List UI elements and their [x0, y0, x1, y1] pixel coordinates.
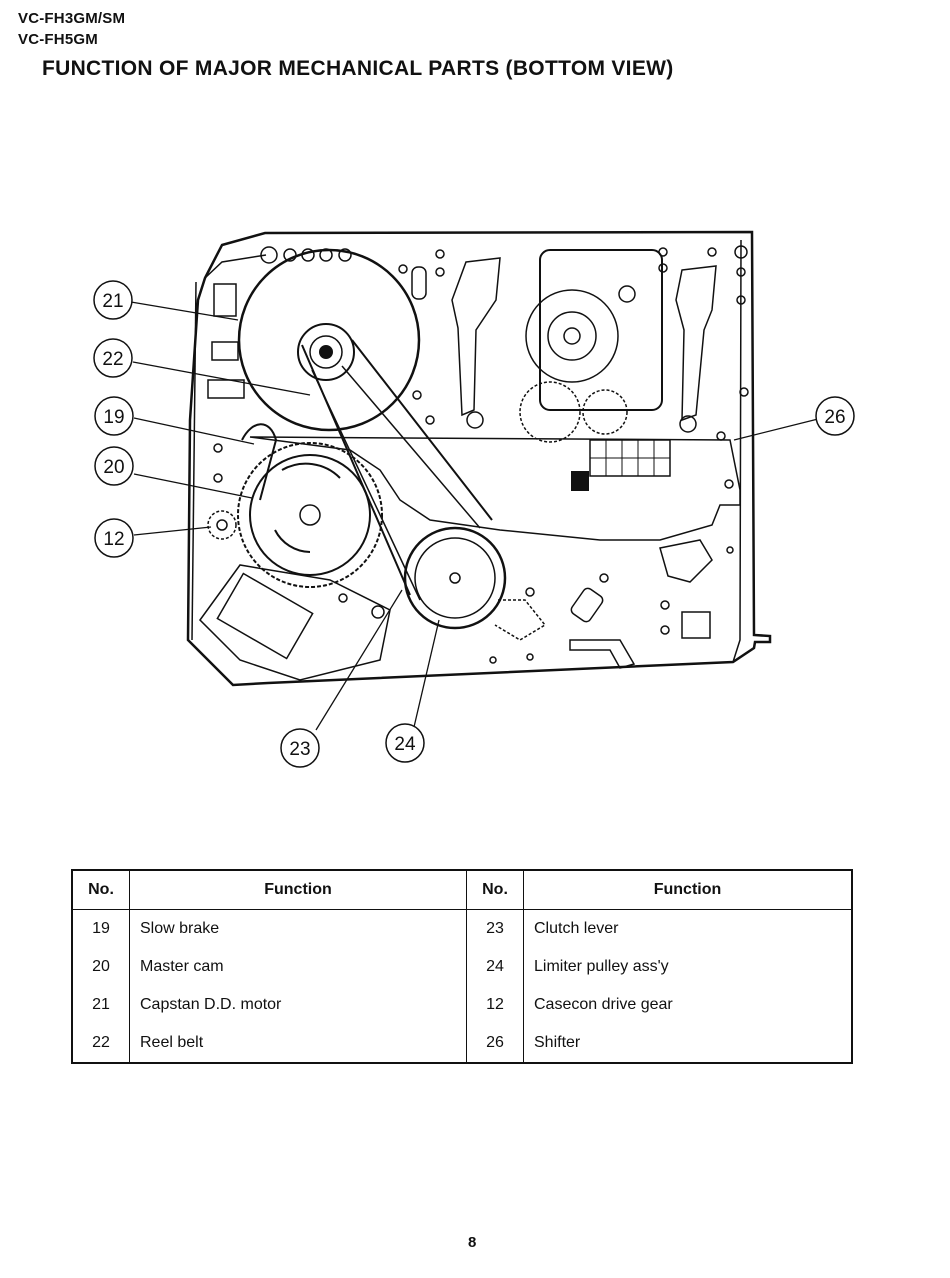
- callout-23: [280, 728, 320, 768]
- header-function-left: Function: [129, 870, 467, 910]
- callout-24-text: 24: [394, 734, 416, 755]
- callout-21: [93, 280, 133, 320]
- part-number: 26: [466, 1024, 524, 1063]
- part-number: 22: [71, 1024, 130, 1063]
- table-row: 20 Master cam 24 Limiter pulley ass'y: [71, 948, 853, 986]
- callout-22-text: 22: [102, 349, 123, 370]
- table-row: 22 Reel belt 26 Shifter: [71, 1024, 853, 1063]
- shifter-plate: [249, 436, 741, 541]
- callout-19-text: 19: [103, 407, 124, 428]
- part-function: Limiter pulley ass'y: [523, 948, 853, 986]
- mechanism-diagram: 21 22 19 20 12 23 24 26: [93, 230, 855, 768]
- callout-12: [94, 518, 134, 558]
- callout-20: [94, 446, 134, 486]
- table-header-row: No. Function No. Function: [71, 870, 853, 910]
- callout-12-text: 12: [103, 529, 124, 550]
- callout-19: [94, 396, 134, 436]
- model-number-secondary: VC-FH5GM: [18, 31, 98, 48]
- mounting-holes: [213, 245, 749, 664]
- chassis-outline: [186, 230, 772, 687]
- part-function: Capstan D.D. motor: [129, 986, 467, 1024]
- master-cam: [237, 442, 383, 588]
- header-no-right: No.: [466, 870, 524, 910]
- part-number: 19: [71, 909, 130, 948]
- limiter-pulley: [403, 526, 507, 630]
- function-table: No. Function No. Function 19 Slow brake …: [71, 869, 853, 1064]
- capstan-motor: [237, 248, 421, 432]
- casecon-drive-gear: [207, 510, 237, 540]
- header-function-right: Function: [523, 870, 853, 910]
- callout-24: [385, 723, 425, 763]
- page-number: 8: [468, 1234, 477, 1251]
- part-number: 23: [466, 909, 524, 948]
- model-number-primary: VC-FH3GM/SM: [18, 10, 126, 27]
- reel-belt: [301, 339, 493, 596]
- part-number: 12: [466, 986, 524, 1024]
- clutch-lever: [199, 564, 391, 681]
- part-function: Casecon drive gear: [523, 986, 853, 1024]
- callout-26-text: 26: [824, 407, 845, 428]
- callout-labels: [93, 280, 855, 768]
- part-function: Master cam: [129, 948, 467, 986]
- part-function: Slow brake: [129, 909, 467, 948]
- table-row: 19 Slow brake 23 Clutch lever: [71, 909, 853, 948]
- slow-brake: [241, 423, 278, 501]
- callout-22: [93, 338, 133, 378]
- part-function: Reel belt: [129, 1024, 467, 1063]
- part-function: Shifter: [523, 1024, 853, 1063]
- header-no-left: No.: [71, 870, 130, 910]
- callout-23-text: 23: [289, 739, 310, 760]
- callout-26: [815, 396, 855, 436]
- part-function: Clutch lever: [523, 909, 853, 948]
- callout-21-text: 21: [102, 291, 123, 312]
- leader-lines: [130, 301, 819, 731]
- callout-20-text: 20: [103, 457, 124, 478]
- part-number: 20: [71, 948, 130, 986]
- table-row: 21 Capstan D.D. motor 12 Casecon drive g…: [71, 986, 853, 1024]
- part-number: 21: [71, 986, 130, 1024]
- page-title: FUNCTION OF MAJOR MECHANICAL PARTS (BOTT…: [42, 57, 674, 80]
- part-number: 24: [466, 948, 524, 986]
